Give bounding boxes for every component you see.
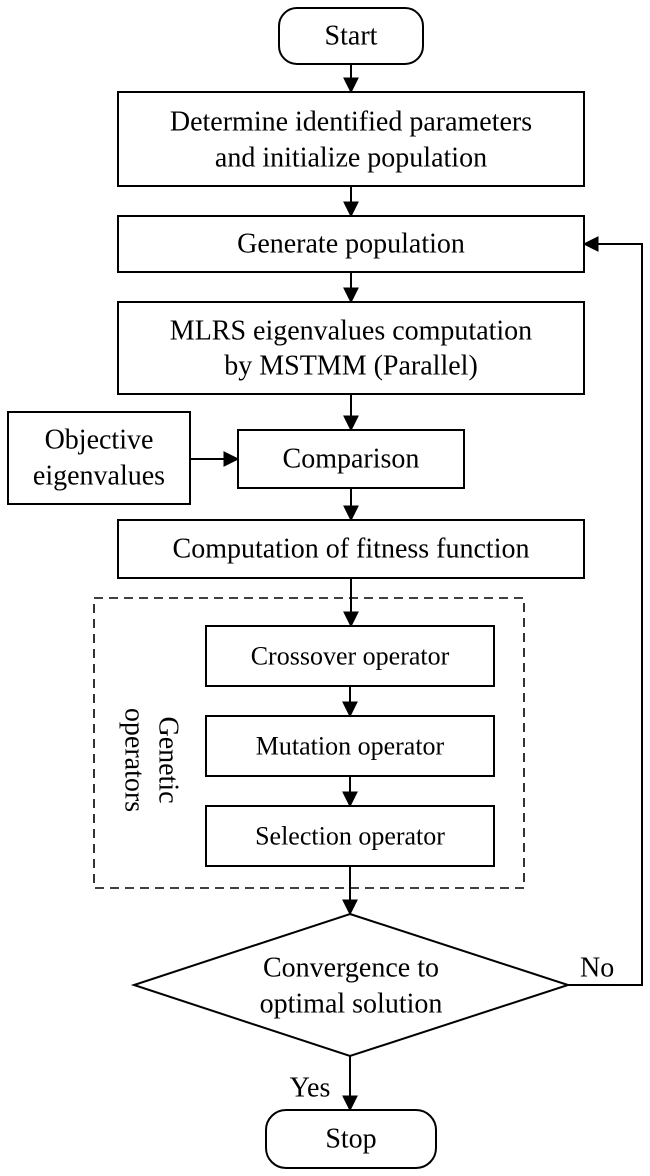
init-node <box>117 91 585 187</box>
genetic-operators-label-line1: Genetic <box>153 716 184 803</box>
objective-node <box>7 411 191 505</box>
stop-node <box>265 1109 437 1169</box>
generate-label: Generate population <box>237 229 465 260</box>
crossover-label: Crossover operator <box>251 642 450 671</box>
objective-label-line1: Objective <box>45 425 154 456</box>
convergence-decision <box>130 912 572 1058</box>
genetic-operators-label-line2: operators <box>119 708 150 812</box>
mlrs-node <box>117 301 585 395</box>
crossover-node <box>205 625 495 687</box>
selection-label: Selection operator <box>255 822 445 851</box>
init-label-line1: Determine identified parameters <box>170 107 532 138</box>
no-label: No <box>580 953 614 984</box>
init-label-line2: and initialize population <box>215 143 487 174</box>
fitness-node <box>117 519 585 579</box>
genetic-operators-group <box>93 597 525 889</box>
decision-label-line1: Convergence to <box>263 953 439 984</box>
no-loop-line <box>568 236 643 986</box>
comparison-node <box>237 429 465 489</box>
decision-label-line2: optimal solution <box>260 989 443 1020</box>
start-label: Start <box>325 21 378 52</box>
comparison-label: Comparison <box>283 444 420 475</box>
mutation-label: Mutation operator <box>256 732 445 761</box>
mlrs-label-line1: MLRS eigenvalues computation <box>170 316 532 347</box>
fitness-label: Computation of fitness function <box>173 534 530 565</box>
mlrs-label-line2: by MSTMM (Parallel) <box>224 351 478 382</box>
objective-label-line2: eigenvalues <box>33 461 165 492</box>
yes-label: Yes <box>290 1073 331 1104</box>
stop-label: Stop <box>325 1124 376 1155</box>
